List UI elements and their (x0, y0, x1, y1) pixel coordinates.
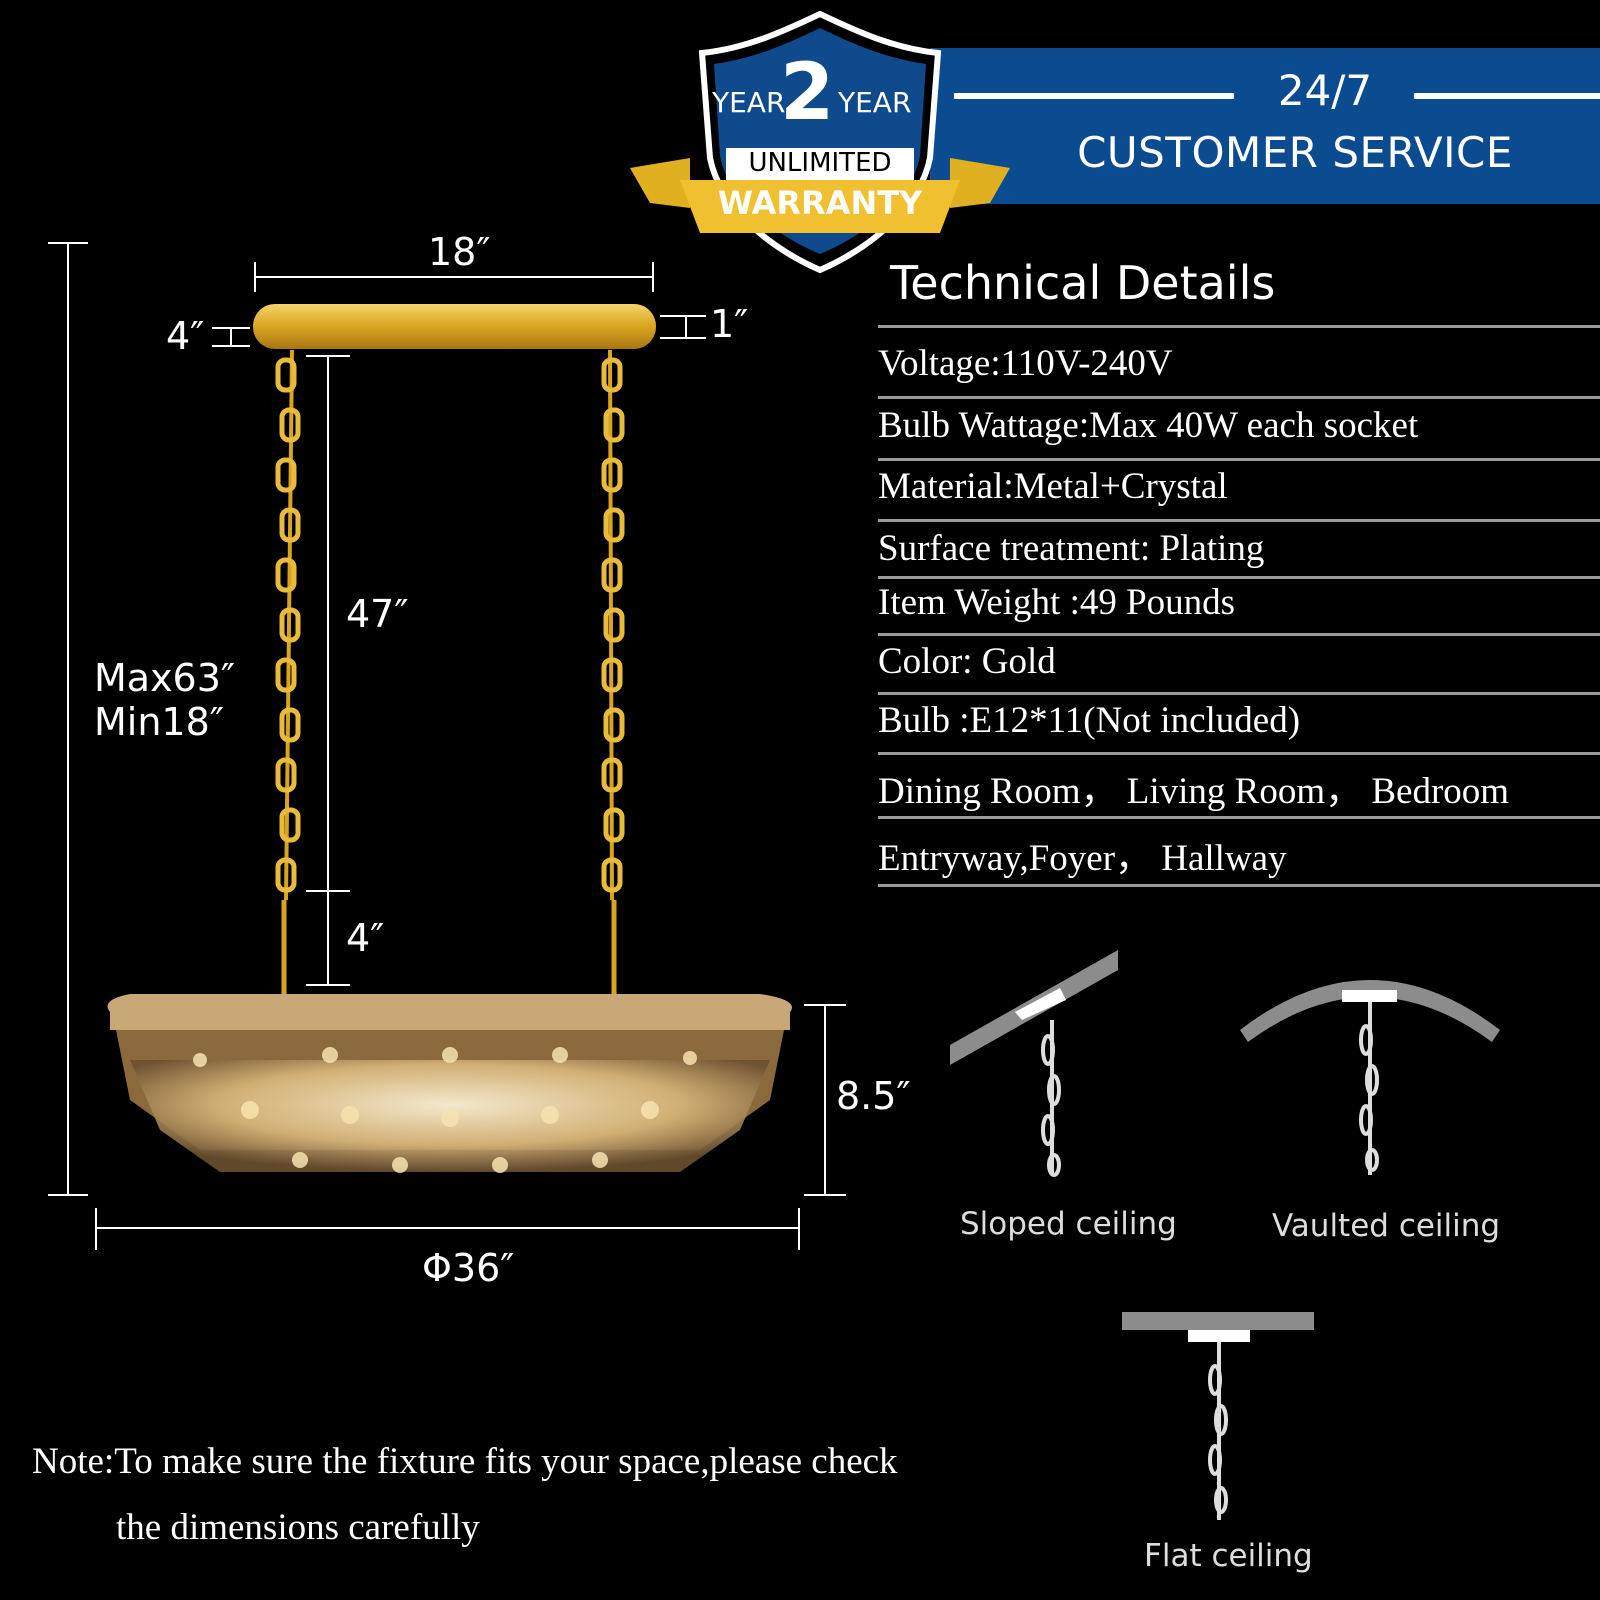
sloped-ceiling-label: Sloped ceiling (960, 1206, 1177, 1242)
td-divider (878, 752, 1600, 755)
td-rooms-1: Dining Room， Living Room， Bedroom (878, 771, 1510, 812)
td-divider (878, 692, 1600, 695)
note-line-2: the dimensions carefully (116, 1507, 480, 1548)
td-divider (878, 576, 1600, 579)
warranty-shield-icon (630, 10, 1010, 274)
banner-divider-left (954, 93, 1234, 99)
mounting-diagrams (950, 950, 1500, 1520)
canopy-drop-label: 4″ (166, 314, 205, 358)
customer-service-banner: 24/7 CUSTOMER SERVICE (930, 48, 1600, 204)
technical-details-heading: Technical Details (890, 256, 1276, 310)
chandelier-diagram (48, 242, 846, 1250)
td-rooms-2: Entryway,Foyer， Hallway (878, 838, 1287, 879)
vaulted-ceiling-icon (1240, 980, 1500, 1175)
min-height-label: Min18″ (94, 700, 224, 744)
td-divider (878, 519, 1600, 522)
td-surface: Surface treatment: Plating (878, 528, 1265, 569)
td-divider (878, 633, 1600, 636)
td-bulb: Bulb :E12*11(Not included) (878, 700, 1301, 741)
warranty-number: 2 (780, 48, 835, 138)
td-divider (878, 816, 1600, 819)
sloped-ceiling-icon (950, 950, 1118, 1177)
flat-ceiling-label: Flat ceiling (1144, 1538, 1313, 1574)
service-hours: 24/7 (1277, 66, 1373, 115)
rod-length-label: 4″ (346, 916, 385, 960)
note-line-1: Note:To make sure the fixture fits your … (32, 1441, 898, 1482)
warranty-unlimited: UNLIMITED (748, 148, 892, 178)
td-divider (878, 884, 1600, 887)
fixture-diameter-label: Φ36″ (422, 1246, 515, 1290)
banner-divider-right (1414, 93, 1600, 99)
canopy-width-label: 18″ (428, 230, 491, 274)
td-color: Color: Gold (878, 641, 1056, 682)
canopy-height-label: 1″ (710, 302, 749, 346)
warranty-label: WARRANTY (717, 184, 923, 222)
fixture-height-label: 8.5″ (836, 1074, 911, 1118)
service-label: CUSTOMER SERVICE (1077, 128, 1513, 177)
vaulted-ceiling-label: Vaulted ceiling (1272, 1208, 1501, 1244)
td-voltage: Voltage:110V-240V (878, 343, 1173, 384)
flat-ceiling-icon (1122, 1312, 1314, 1520)
warranty-year-right: YEAR (838, 86, 912, 119)
td-divider (878, 396, 1600, 399)
warranty-year-left: YEAR (712, 86, 786, 119)
td-divider (878, 458, 1600, 461)
max-height-label: Max63″ (94, 656, 236, 700)
td-weight: Item Weight :49 Pounds (878, 582, 1236, 623)
td-bulb-wattage: Bulb Wattage:Max 40W each socket (878, 405, 1419, 446)
td-material: Material:Metal+Crystal (878, 466, 1228, 507)
td-divider (878, 325, 1600, 328)
warranty-badge: YEAR 2 YEAR UNLIMITED WARRANTY (630, 8, 1010, 278)
chain-length-label: 47″ (346, 592, 409, 636)
